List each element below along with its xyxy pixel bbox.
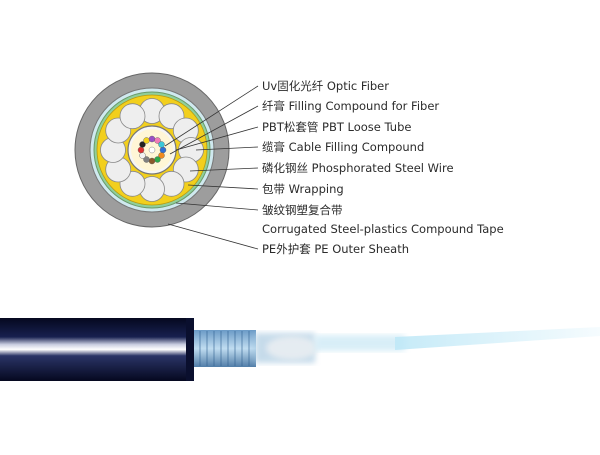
cable-cross-section: [74, 72, 230, 228]
label-corrugated-tape-en: Corrugated Steel-plastics Compound Tape: [262, 222, 504, 236]
cable-outer-jacket: [0, 318, 193, 381]
leader-line-cable-compound: [195, 146, 259, 151]
cable-side-view: [0, 318, 600, 381]
leader-line-wrapping: [187, 184, 259, 190]
fiber-strand: [395, 327, 600, 350]
label-optic-fiber: Uv固化光纤 Optic Fiber: [262, 79, 389, 93]
leader-line-fiber-compound: [169, 105, 259, 155]
label-steel-wire: 磷化钢丝 Phosphorated Steel Wire: [262, 161, 454, 175]
exposed-fibers: [315, 335, 405, 351]
steel-wire-element: [119, 103, 146, 130]
label-wrapping: 包带 Wrapping: [262, 182, 344, 196]
leader-lines: [164, 85, 259, 250]
label-group: Uv固化光纤 Optic Fiber 纤膏 Filling Compound f…: [262, 79, 504, 256]
leader-line-corrugated-tape: [175, 202, 259, 211]
fiber-core: [154, 137, 161, 144]
fiber-core: [159, 146, 167, 154]
tape-corrugation: [199, 331, 250, 366]
fiber-core: [143, 156, 150, 163]
cable-jacket-end: [186, 318, 194, 381]
optic-fiber-group: [137, 135, 167, 165]
leader-line-steel-wire: [189, 167, 259, 172]
central-fiber: [148, 146, 156, 154]
label-loose-tube: PBT松套管 PBT Loose Tube: [262, 120, 411, 134]
fiber-core: [139, 141, 146, 148]
label-fiber-compound: 纤膏 Filling Compound for Fiber: [262, 99, 439, 113]
leader-line-outer-sheath: [167, 223, 259, 250]
fiber-core: [154, 156, 161, 163]
fiber-core: [148, 157, 156, 165]
label-outer-sheath: PE外护套 PE Outer Sheath: [262, 242, 409, 256]
leader-line-optic-fiber: [164, 85, 259, 147]
leader-line-loose-tube: [175, 126, 259, 151]
fiber-core: [143, 137, 150, 144]
fiber-core: [158, 152, 165, 159]
exposed-loose-tube: [266, 336, 318, 360]
fiber-core: [148, 135, 156, 143]
label-corrugated-tape-cn: 皱纹钢塑复合带: [262, 203, 343, 217]
corrugated-tape-strip: [194, 330, 256, 367]
fiber-core: [137, 146, 145, 154]
fiber-core: [158, 141, 165, 148]
label-cable-compound: 缆膏 Cable Filling Compound: [262, 140, 424, 154]
fiber-core: [139, 152, 146, 159]
